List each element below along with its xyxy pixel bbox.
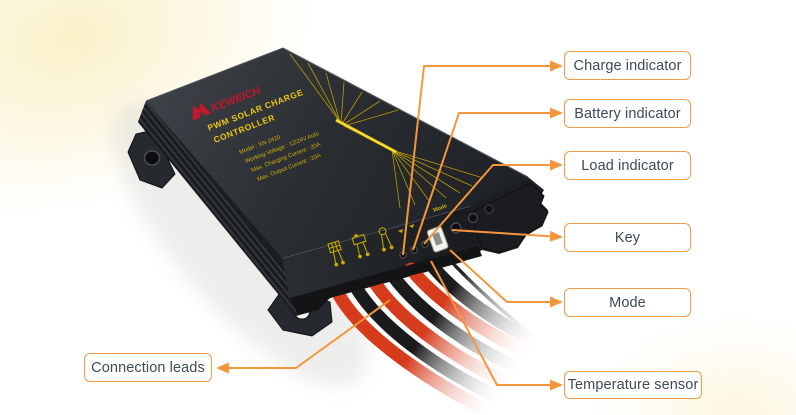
callout-box-connection-leads: Connection leads: [84, 353, 212, 382]
callout-line-mode: [449, 249, 563, 308]
usb-port-slot: [432, 231, 443, 246]
callout-line-load: [423, 159, 563, 245]
callout-box-load-indicator: Load indicator: [564, 151, 691, 180]
callout-box-mode: Mode: [564, 288, 691, 317]
callout-box-battery-indicator: Battery indicator: [564, 99, 691, 128]
terminal-icons: [327, 224, 414, 267]
cable-clamp-strip: [290, 246, 482, 314]
cable-red-3: [404, 262, 562, 372]
callout-label: Charge indicator: [573, 57, 682, 74]
cable-red-1: [332, 288, 485, 413]
temperature-sensor-wire: [444, 254, 547, 347]
battery-icon: [351, 233, 370, 259]
device-top-face: [146, 48, 528, 258]
mode-jack: [467, 212, 479, 224]
callout-label: Load indicator: [581, 157, 674, 174]
load-icon: [378, 227, 394, 252]
solar-panel-icon: [327, 240, 345, 267]
key-button: [450, 222, 462, 234]
callout-box-key: Key: [564, 223, 691, 252]
callout-label: Mode: [609, 294, 646, 311]
heatsink-fins: [138, 101, 300, 316]
callout-line-charge: [402, 60, 563, 256]
callout-label: Battery indicator: [574, 105, 681, 122]
callout-label: Connection leads: [91, 359, 205, 376]
cable-black-2: [386, 269, 542, 382]
cable-black-1: [350, 282, 507, 405]
callout-label: Temperature sensor: [567, 377, 699, 393]
callout-label: Key: [614, 229, 641, 246]
mounting-hole-left: [143, 150, 161, 166]
front-panel: [282, 206, 478, 300]
edge-highlight-top: [282, 47, 529, 178]
connection-cables: [332, 254, 567, 413]
callout-line-connection: [216, 299, 391, 374]
mounting-flange-left: [127, 129, 176, 189]
callout-line-key: [451, 229, 563, 242]
callout-line-temperature: [430, 260, 563, 391]
mode-print-label: Mode: [433, 203, 449, 214]
brand-logo-mark: [192, 102, 212, 121]
callout-box-temperature-sensor: Temperature sensor: [564, 371, 702, 399]
callout-box-charge-indicator: Charge indicator: [564, 51, 691, 80]
arrow-glyph-1: [398, 229, 403, 233]
cable-red-2: [368, 276, 527, 395]
callout-line-battery: [412, 107, 563, 251]
fan-ray-core-bright: [335, 119, 397, 153]
edge-highlight-left: [145, 47, 284, 102]
arrow-glyph-2: [409, 224, 414, 228]
sensor-jack: [484, 204, 494, 214]
callout-lines: [216, 60, 563, 391]
